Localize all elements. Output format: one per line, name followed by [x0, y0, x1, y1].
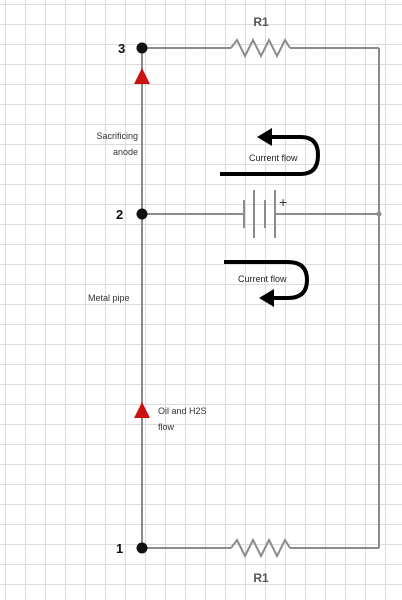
node-1-dot	[136, 542, 148, 554]
junction-dot-right	[376, 211, 382, 217]
node-2-dot	[136, 208, 148, 220]
oil-h2s-flow-label-line1: Oil and H2S	[158, 406, 207, 416]
sacrificing-anode-label-line2: anode	[113, 147, 138, 157]
current-flow-lower-arrow	[224, 260, 310, 307]
current-flow-upper-label: Current flow	[249, 153, 298, 163]
resistor-top-label: R1	[253, 15, 269, 29]
node-2-label: 2	[116, 207, 123, 222]
resistor-top-symbol	[230, 37, 291, 59]
resistor-bottom-symbol	[230, 537, 291, 559]
node-3-label: 3	[118, 41, 125, 56]
wires	[141, 47, 380, 549]
node-1-label: 1	[116, 541, 123, 556]
metal-pipe-label: Metal pipe	[88, 293, 130, 303]
red-arrow-up-top	[134, 68, 150, 84]
battery-symbol	[243, 190, 276, 238]
resistor-bottom-label: R1	[253, 571, 269, 585]
battery-plus-sign: +	[279, 194, 287, 210]
sacrificing-anode-label-line1: Sacrificing	[96, 131, 138, 141]
red-arrow-up-lower	[134, 402, 150, 418]
node-3-dot	[136, 42, 148, 54]
current-flow-lower-label: Current flow	[238, 274, 287, 284]
oil-h2s-flow-label-line2: flow	[158, 422, 175, 432]
current-flow-upper-arrow	[220, 128, 321, 176]
